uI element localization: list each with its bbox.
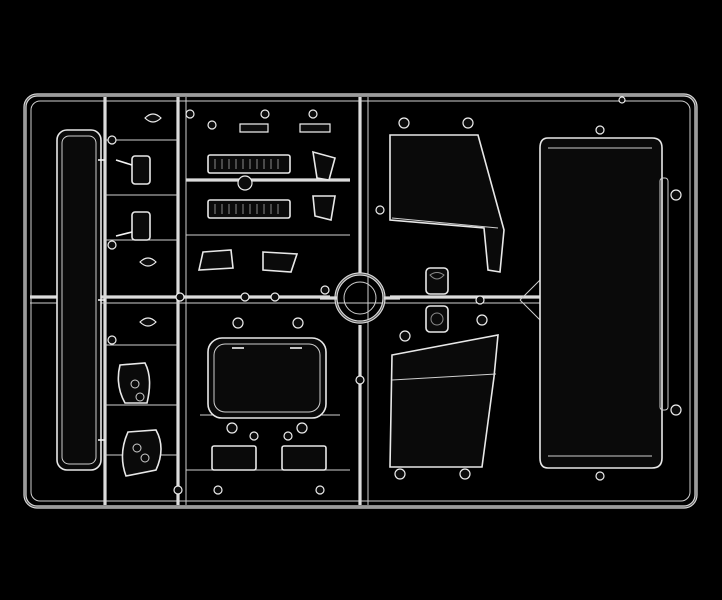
angled-mirror-part <box>197 150 336 273</box>
sprue-hub <box>320 272 400 324</box>
top-clip-parts <box>185 109 331 133</box>
door-window-lower <box>389 314 499 480</box>
small-clip-parts <box>107 113 162 345</box>
rear-window-part <box>207 317 327 434</box>
mirror-part <box>115 155 151 241</box>
long-side-window <box>56 129 105 471</box>
door-window-upper <box>375 117 505 273</box>
small-badge-part <box>425 267 449 333</box>
small-lens-part <box>211 431 327 495</box>
light-bar-part <box>207 154 291 219</box>
windscreen-part <box>539 125 682 481</box>
headlamp-lens <box>117 362 162 477</box>
gate-nubs <box>173 96 626 495</box>
